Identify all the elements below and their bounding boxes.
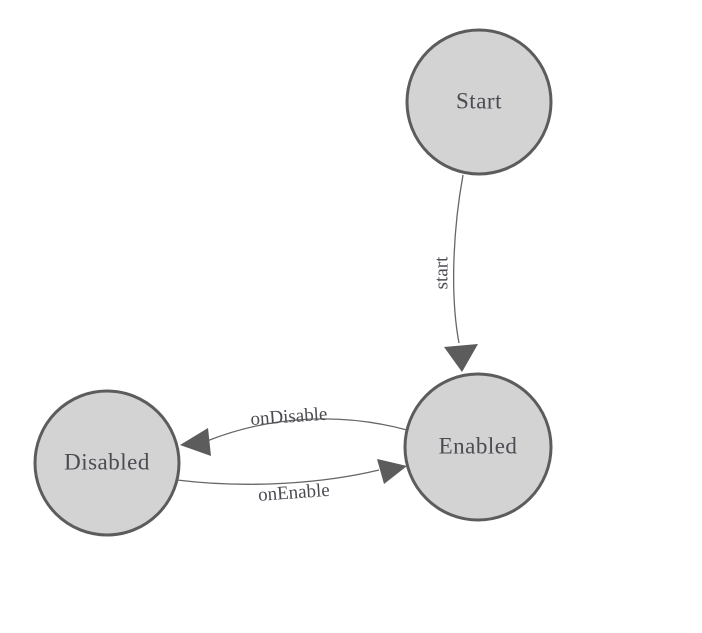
edge-enable-transition: onEnable	[176, 459, 407, 506]
node-enabled: Enabled	[403, 372, 553, 522]
node-disabled-label: Disabled	[64, 449, 150, 474]
node-start-circle	[405, 28, 553, 176]
node-start: Start	[405, 28, 553, 176]
edge-start-transition-path	[452, 174, 464, 344]
edge-enable-transition-label: onEnable	[257, 480, 330, 506]
edge-start-transition: start	[431, 174, 478, 372]
edge-disable-transition-path	[206, 418, 408, 442]
edge-disable-transition: onDisable	[180, 404, 408, 456]
node-disabled: Disabled	[33, 389, 181, 537]
edge-start-transition-arrowhead-icon	[444, 344, 478, 372]
edge-start-transition-label: start	[431, 256, 452, 289]
node-disabled-circle	[33, 389, 181, 537]
edge-disable-transition-label: onDisable	[250, 404, 328, 430]
edge-disable-transition-arrowhead-icon	[180, 428, 211, 456]
edge-enable-transition-path	[176, 469, 380, 485]
node-start-label: Start	[456, 88, 502, 113]
node-enabled-circle	[403, 372, 553, 522]
node-enabled-label: Enabled	[439, 433, 518, 458]
edge-enable-transition-arrowhead-icon	[377, 459, 407, 484]
